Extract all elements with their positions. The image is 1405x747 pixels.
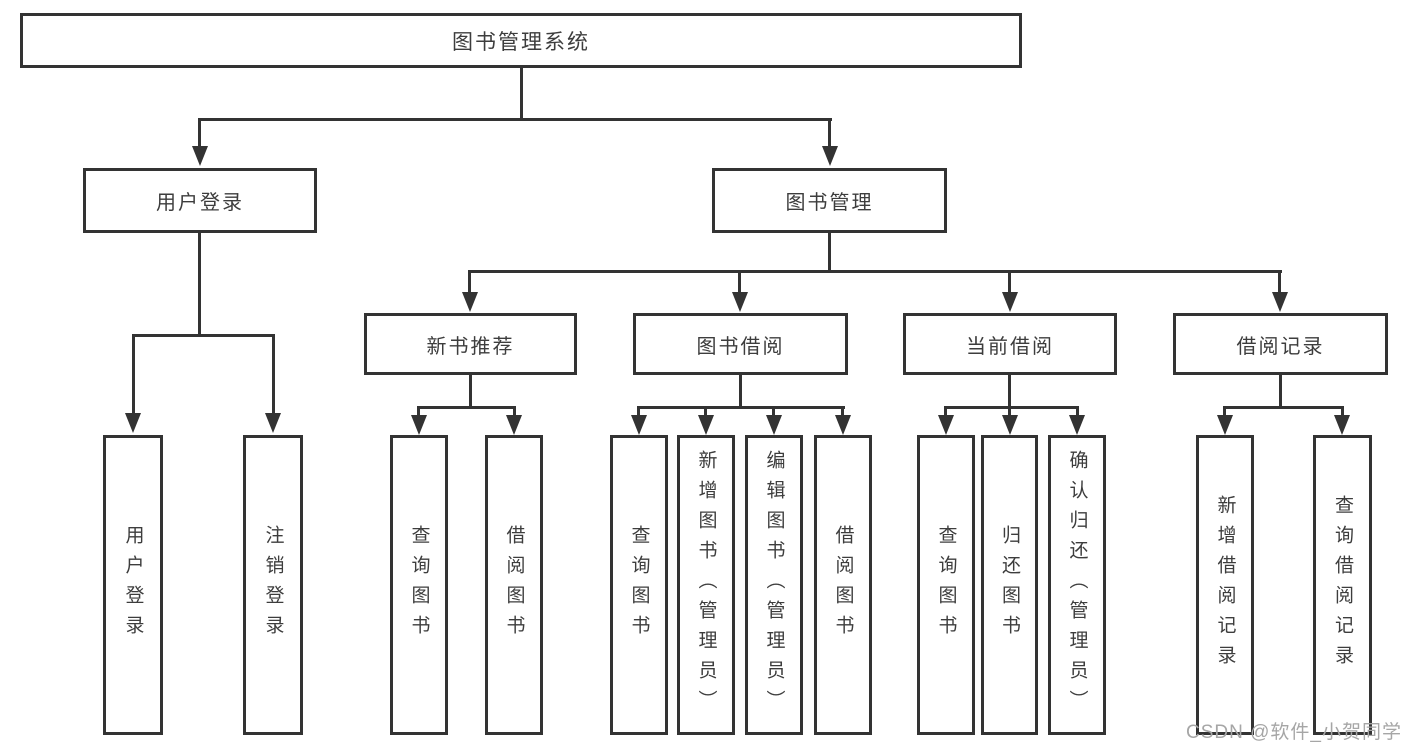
connector-line — [828, 118, 831, 148]
connector-line — [1008, 270, 1011, 295]
connector-line — [1223, 406, 1344, 409]
connector-line — [469, 375, 472, 409]
connector-line — [513, 406, 516, 419]
arrow-down-icon — [732, 292, 748, 312]
arrow-down-icon — [938, 415, 954, 435]
arrow-down-icon — [1002, 292, 1018, 312]
arrow-down-icon — [631, 415, 647, 435]
node-borrowing-records: 借阅记录 — [1173, 313, 1388, 375]
arrow-down-icon — [192, 146, 208, 166]
connector-line — [1341, 406, 1344, 419]
connector-line — [132, 334, 275, 337]
node-br-query-record: 查询借阅记录 — [1313, 435, 1372, 735]
arrow-down-icon — [506, 415, 522, 435]
connector-line — [468, 270, 1282, 273]
connector-line — [704, 406, 707, 419]
connector-line — [739, 375, 742, 409]
node-library-system: 图书管理系统 — [20, 13, 1022, 68]
connector-line — [417, 406, 516, 409]
node-bb-add-books: 新增图书（管理员） — [677, 435, 735, 735]
connector-line — [520, 68, 523, 120]
arrow-down-icon — [822, 146, 838, 166]
arrow-down-icon — [835, 415, 851, 435]
connector-line — [944, 406, 1079, 409]
arrow-down-icon — [1002, 415, 1018, 435]
node-bb-borrow-books: 借阅图书 — [814, 435, 872, 735]
arrow-down-icon — [1334, 415, 1350, 435]
node-book-borrowing: 图书借阅 — [633, 313, 848, 375]
node-user-login: 用户登录 — [103, 435, 163, 735]
arrow-down-icon — [1217, 415, 1233, 435]
arrow-down-icon — [1272, 292, 1288, 312]
connector-line — [468, 270, 471, 295]
arrow-down-icon — [1069, 415, 1085, 435]
node-br-add-record: 新增借阅记录 — [1196, 435, 1254, 735]
node-book-management: 图书管理 — [712, 168, 947, 233]
node-bb-edit-books: 编辑图书（管理员） — [745, 435, 803, 735]
connector-line — [1076, 406, 1079, 419]
node-cb-query-books: 查询图书 — [917, 435, 975, 735]
node-current-borrowing: 当前借阅 — [903, 313, 1117, 375]
arrow-down-icon — [698, 415, 714, 435]
connector-line — [772, 406, 775, 419]
arrow-down-icon — [462, 292, 478, 312]
arrow-down-icon — [125, 413, 141, 433]
connector-line — [637, 406, 640, 419]
connector-line — [828, 233, 831, 272]
connector-line — [738, 270, 741, 295]
connector-line — [1008, 406, 1011, 419]
node-new-book-recommend: 新书推荐 — [364, 313, 577, 375]
connector-line — [1279, 375, 1282, 409]
connector-line — [198, 118, 832, 121]
connector-line — [272, 334, 275, 415]
connector-line — [1278, 270, 1281, 295]
arrow-down-icon — [766, 415, 782, 435]
connector-line — [944, 406, 947, 419]
connector-line — [1223, 406, 1226, 419]
node-user-login-group: 用户登录 — [83, 168, 317, 233]
arrow-down-icon — [265, 413, 281, 433]
connector-line — [198, 233, 201, 337]
node-cb-return-books: 归还图书 — [981, 435, 1038, 735]
connector-line — [841, 406, 844, 419]
node-bb-query-books: 查询图书 — [610, 435, 668, 735]
node-logout: 注销登录 — [243, 435, 303, 735]
connector-line — [132, 334, 135, 415]
node-cb-confirm-return: 确认归还（管理员） — [1048, 435, 1106, 735]
connector-line — [198, 118, 201, 148]
arrow-down-icon — [411, 415, 427, 435]
node-rec-borrow-books: 借阅图书 — [485, 435, 543, 735]
connector-line — [637, 406, 845, 409]
csdn-watermark: CSDN @软件_小贺同学 — [1186, 722, 1402, 743]
node-rec-query-books: 查询图书 — [390, 435, 448, 735]
connector-line — [1008, 375, 1011, 409]
connector-line — [417, 406, 420, 419]
